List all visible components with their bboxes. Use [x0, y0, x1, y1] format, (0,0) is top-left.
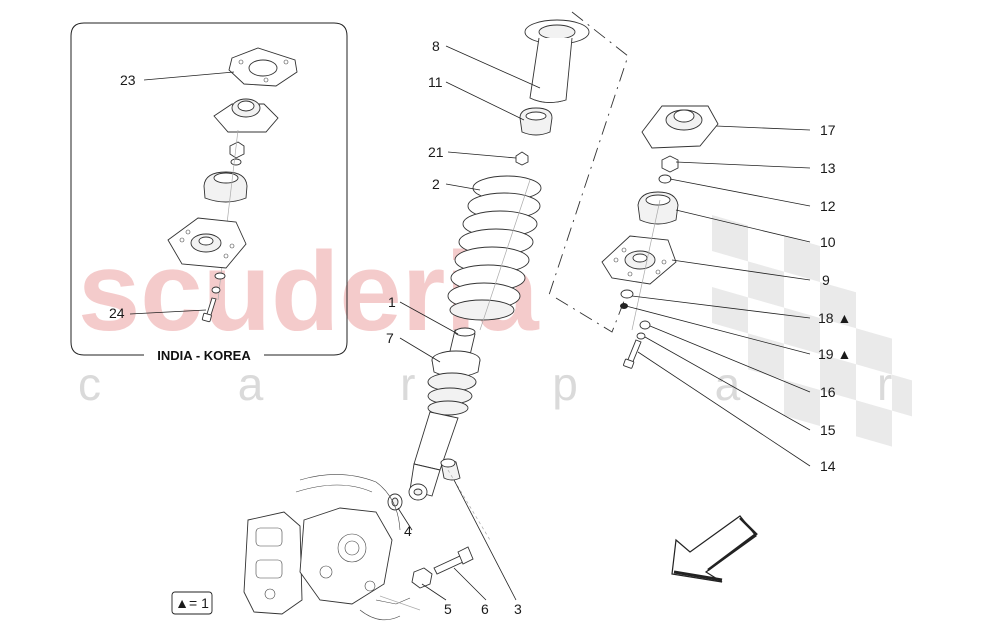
callout-13: 13 — [820, 160, 836, 176]
inset-rubber-mount — [203, 171, 248, 203]
wheel-hub-assembly — [243, 474, 421, 621]
legend-box: ▲= 1 — [171, 591, 213, 615]
inset-mount-plate — [228, 47, 298, 87]
callout-9: 9 — [822, 272, 830, 288]
callout-2: 2 — [432, 176, 440, 192]
top-nut — [515, 151, 529, 166]
inset-nut — [229, 141, 245, 166]
coil-spring — [447, 175, 542, 331]
callout-labels: 23 24 8 11 21 2 1 7 4 5 6 3 17 13 12 10 … — [109, 38, 851, 617]
washer-18 — [620, 289, 634, 299]
callout-16: 16 — [820, 384, 836, 400]
callout-18: 18 ▲ — [818, 310, 851, 326]
checkered-flag-icon — [712, 215, 912, 447]
mount-nut — [661, 155, 679, 173]
bump-stop — [519, 107, 553, 136]
dust-boot — [524, 19, 590, 103]
mount-washer — [658, 174, 672, 184]
clip-19 — [620, 303, 628, 309]
bolt-14 — [623, 339, 642, 369]
callout-21: 21 — [428, 144, 444, 160]
callout-11: 11 — [428, 74, 443, 90]
callout-19: 19 ▲ — [818, 346, 851, 362]
callout-17: 17 — [820, 122, 836, 138]
shock-absorber — [408, 327, 481, 501]
lower-nut — [411, 567, 433, 589]
leader-lines — [129, 45, 811, 601]
washer-15 — [636, 332, 646, 340]
inset-top-mount — [213, 98, 279, 133]
washer-16 — [639, 320, 651, 330]
callout-6: 6 — [481, 601, 489, 617]
top-mount — [641, 105, 719, 149]
arrow-down-left-icon — [671, 515, 758, 583]
watermark-tagline: c a r p a r t s — [78, 358, 1000, 410]
callout-3: 3 — [514, 601, 522, 617]
inset-washer-small — [211, 286, 221, 294]
inset-lower-plate — [167, 217, 247, 269]
inset-title: INDIA - KOREA — [157, 348, 251, 363]
spring-plate — [601, 235, 677, 285]
callout-7: 7 — [386, 330, 394, 346]
lower-bolt — [433, 546, 474, 575]
callout-1: 1 — [388, 294, 396, 310]
callout-4: 4 — [404, 523, 412, 539]
inset-bolt — [201, 297, 217, 323]
callout-8: 8 — [432, 38, 440, 54]
inset-washer — [214, 272, 226, 280]
callout-10: 10 — [820, 234, 836, 250]
legend-text: ▲= 1 — [175, 595, 209, 611]
dashed-axis-lower — [555, 295, 627, 333]
callout-14: 14 — [820, 458, 836, 474]
inset-box: INDIA - KOREA — [70, 22, 348, 363]
callout-12: 12 — [820, 198, 836, 214]
lower-bushing — [440, 458, 461, 481]
callout-24: 24 — [109, 305, 125, 321]
callout-5: 5 — [444, 601, 452, 617]
callout-23: 23 — [120, 72, 136, 88]
callout-15: 15 — [820, 422, 836, 438]
